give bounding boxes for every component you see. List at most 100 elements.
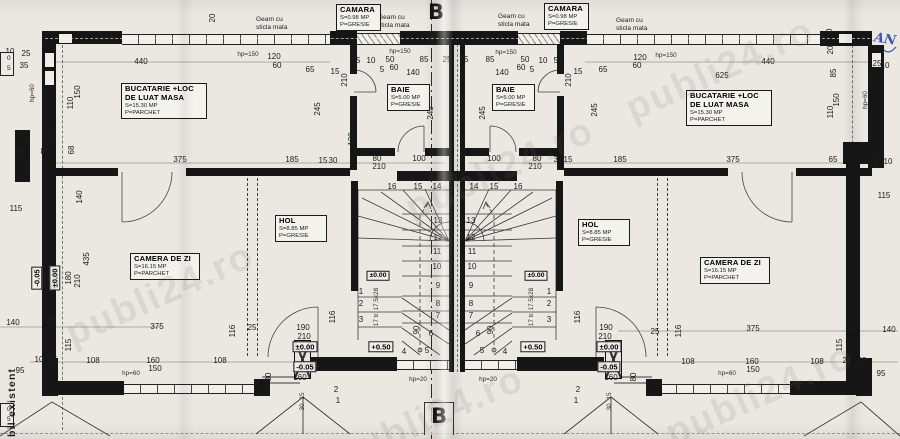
dimension-label: 115 [9, 204, 23, 213]
dimension-label: 10 [825, 28, 834, 38]
wall [465, 148, 489, 156]
room-name: CAMERA DE ZI [704, 258, 761, 267]
dimension-label: 25 [247, 323, 257, 332]
frosted-glass-note-line: Geam cu [616, 17, 643, 24]
dimension-label: 8 [435, 299, 441, 308]
window-kitchen-right [587, 34, 820, 45]
dimension-label: 60 [272, 61, 282, 70]
room-meta: P=GRESIE [391, 101, 421, 108]
dimension-label: 140 [495, 68, 509, 77]
dimension-label: 210 [598, 332, 612, 341]
wall [846, 164, 860, 384]
room-name: HOL [279, 216, 296, 225]
wall [42, 168, 56, 364]
dimension-label: hp=150 [655, 51, 677, 59]
room-name: BAIE [391, 85, 410, 94]
dimension-label: 60 [389, 63, 399, 72]
party-wall [460, 44, 465, 372]
frosted-glass-note-line: Geam cu [498, 13, 525, 20]
elevation-marker: +0.50 [368, 341, 394, 353]
dimension-label: 3 [358, 315, 364, 324]
wall-detail-box [871, 52, 882, 68]
dimension-label: 5 [529, 65, 535, 74]
dimension-label: 10 [883, 157, 893, 166]
dimension-label: 85 [17, 147, 27, 156]
room-name: BAIE [496, 85, 515, 94]
edge-legend-line: 5 [7, 64, 11, 72]
dimension-label: 2 [575, 385, 581, 394]
window-frosted-right [518, 33, 560, 45]
dimension-label: 245 [313, 102, 322, 116]
dimension-label: 15 [605, 392, 613, 400]
dimension-label: 160 [146, 356, 160, 365]
dimension-label: 12 [433, 233, 443, 242]
window-living-left [124, 384, 254, 394]
dimension-label: 14 [469, 182, 479, 191]
dimension-label: 190 [599, 323, 613, 332]
elevation-marker: ±0.00 [292, 341, 318, 353]
beam-line [657, 178, 658, 356]
dimension-label: 1 [573, 396, 579, 405]
dimension-label: 140 [75, 190, 84, 204]
beam-line [667, 178, 668, 356]
wall [350, 96, 357, 170]
dimension-label: 1 [546, 287, 552, 296]
wall [868, 45, 884, 168]
wall [519, 148, 557, 156]
dimension-label: 30 [328, 156, 338, 165]
dimension-label: 150 [746, 365, 760, 374]
dimension-label: 20 [208, 13, 217, 23]
room-name: CAMARA [548, 4, 583, 13]
dimension-label: 25 [874, 157, 884, 166]
dimension-label: 15 [573, 67, 583, 76]
dimension-label: 6 [475, 329, 481, 338]
room-meta: S=16.15 MP [704, 267, 737, 274]
dimension-label: 80 [629, 372, 638, 382]
dimension-label: hp=150 [495, 48, 517, 56]
dimension-label: 160 [293, 373, 307, 382]
dimension-label: 15 [489, 182, 499, 191]
dimension-label: 440 [761, 57, 775, 66]
wall [254, 379, 270, 396]
dimension-label: 25 [459, 55, 469, 64]
dimension-label: 140 [406, 68, 420, 77]
dimension-label: hp=20 [409, 375, 427, 383]
dimension-label: 210 [340, 73, 349, 87]
dimension-label: hp=60 [122, 369, 140, 377]
dimension-label: 116 [328, 310, 337, 324]
dimension-label: 100 [412, 154, 426, 163]
wall [557, 44, 564, 74]
dimension-label: 5 [379, 65, 385, 74]
room-meta: S=5.00 MP [496, 94, 526, 101]
room-meta: P=GRESIE [548, 20, 578, 27]
wall [790, 381, 856, 395]
dimension-label: 60 [516, 63, 526, 72]
dimension-label: 50 [385, 55, 395, 64]
dimension-label: 95 [876, 369, 886, 378]
dimension-label: 10 [432, 262, 442, 271]
wall [357, 148, 395, 156]
dimension-label: 5 [479, 346, 485, 355]
dimension-label: 440 [134, 57, 148, 66]
edge-legend-line: 0 [7, 55, 11, 62]
elevation-marker: -0.05 [597, 361, 621, 373]
dimension-label: 16 [387, 182, 397, 191]
room-name: DE LUAT MASA [125, 92, 185, 102]
porch-canopy-lines [0, 376, 900, 437]
dimension-label: 65 [828, 155, 838, 164]
dimension-label: 108 [86, 356, 100, 365]
wall [350, 44, 357, 74]
dimension-label: 120 [633, 53, 647, 62]
dimension-label: 116 [674, 324, 683, 338]
dimension-label: 115 [877, 191, 891, 200]
dimension-label: 120 [267, 52, 281, 61]
dimension-label: 190 [296, 323, 310, 332]
window-frosted-left [357, 33, 400, 45]
